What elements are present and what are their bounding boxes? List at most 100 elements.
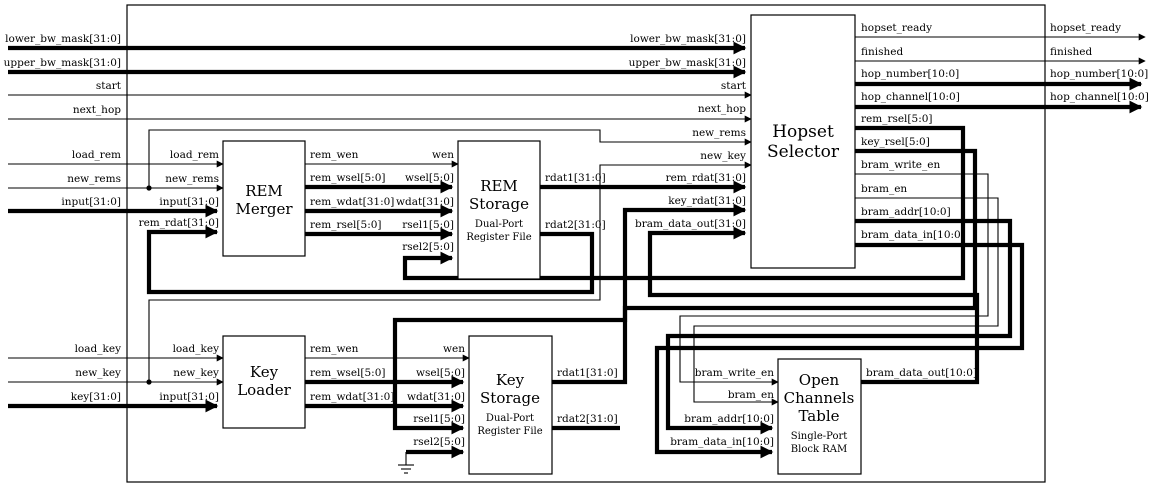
label-out-hop-channel: hop_channel[10:0]: [1050, 91, 1149, 103]
loader-output-port-labels: rem_wen rem_wsel[5:0] rem_wdat[31:0]: [310, 343, 394, 403]
external-output-labels: hopset_ready finished hop_number[10:0] h…: [1050, 22, 1149, 103]
hopset-out-finished: finished: [861, 46, 903, 58]
hopset-out-bram-addr: bram_addr[10:0]: [861, 206, 951, 218]
key-storage-in-wdat: wdat[31:0]: [407, 391, 465, 403]
key-storage-output-port-labels: rdat1[31:0] rdat2[31:0]: [557, 367, 618, 425]
label-out-finished: finished: [1050, 46, 1092, 58]
merger-output-port-labels: rem_wen rem_wsel[5:0] rem_wdat[31:0] rem…: [310, 149, 394, 231]
label-next-hop: next_hop: [73, 104, 121, 116]
junction-dots: [146, 185, 152, 385]
hopset-out-hop-number: hop_number[10:0]: [861, 68, 959, 80]
merger-out-rem-wsel: rem_wsel[5:0]: [310, 172, 385, 184]
hopset-in-key-rdat: key_rdat[31:0]: [668, 195, 746, 207]
key-loader-block: [222, 335, 306, 429]
merger-in-new-rems: new_rems: [165, 173, 219, 185]
bus-wires: [8, 41, 1143, 459]
block-titles: REM Merger REM Storage Dual-Port Registe…: [235, 122, 854, 455]
rem-storage-block: [457, 140, 541, 280]
loader-out-rem-wdat: rem_wdat[31:0]: [310, 391, 394, 403]
rem-storage-output-port-labels: rdat1[31:0] rdat2[31:0]: [545, 172, 606, 231]
rem-storage-title-2: Storage: [469, 195, 529, 213]
key-storage-out-rdat1: rdat1[31:0]: [557, 367, 618, 379]
rem-storage-sub-1: Dual-Port: [475, 219, 523, 230]
hopset-in-next-hop: next_hop: [698, 103, 746, 115]
hopset-selector-block: [750, 14, 856, 269]
key-storage-in-rsel1: rsel1[5:0]: [413, 413, 465, 425]
oct-input-port-labels: bram_write_en bram_en bram_addr[10:0] br…: [670, 367, 774, 448]
oct-title-2: Channels: [784, 389, 855, 407]
key-storage-title-2: Storage: [480, 389, 540, 407]
rem-storage-in-wen: wen: [432, 149, 454, 161]
hopset-in-bram-data-out: bram_data_out[31:0]: [635, 218, 746, 230]
key-storage-in-rsel2: rsel2[5:0]: [413, 436, 465, 448]
merger-input-port-labels: load_rem new_rems input[31:0] rem_rdat[3…: [139, 149, 219, 229]
thin-wires: [8, 33, 1146, 474]
key-storage-out-rdat2: rdat2[31:0]: [557, 413, 618, 425]
hopset-output-port-labels: hopset_ready finished hop_number[10:0] h…: [861, 22, 965, 241]
label-upper-bw-mask: upper_bw_mask[31:0]: [4, 57, 121, 69]
oct-out-bram-data-out: bram_data_out[10:0]: [866, 367, 977, 379]
hopset-in-lower-bw-mask: lower_bw_mask[31:0]: [630, 33, 746, 45]
loader-in-new-key: new_key: [173, 367, 219, 379]
rem-merger-block: [222, 140, 306, 257]
hopset-title-1: Hopset: [772, 122, 834, 142]
rem-storage-title-1: REM: [480, 177, 518, 195]
key-storage-in-wsel: wsel[5:0]: [416, 367, 465, 379]
label-out-hop-number: hop_number[10:0]: [1050, 68, 1148, 80]
hopset-out-hopset-ready: hopset_ready: [861, 22, 932, 34]
oct-in-bram-en: bram_en: [728, 389, 774, 401]
hopset-out-key-rsel: key_rsel[5:0]: [861, 136, 930, 148]
key-storage-sub-1: Dual-Port: [486, 413, 534, 424]
rem-storage-out-rdat1: rdat1[31:0]: [545, 172, 606, 184]
oct-title-1: Open: [799, 371, 840, 389]
bus-bram-addr: [665, 218, 1013, 435]
hopset-in-rem-rdat: rem_rdat[31:0]: [666, 172, 746, 184]
merger-in-load-rem: load_rem: [170, 149, 219, 161]
rem-storage-in-rsel2: rsel2[5:0]: [402, 241, 454, 253]
rem-storage-sub-2: Register File: [466, 232, 531, 243]
merger-title-2: Merger: [235, 200, 293, 218]
hopset-out-bram-data-in: bram_data_in[10:0]: [861, 229, 965, 241]
hopset-in-new-key: new_key: [700, 150, 746, 162]
label-start: start: [96, 80, 122, 92]
label-new-rems: new_rems: [67, 173, 121, 185]
hopset-title-2: Selector: [767, 142, 840, 162]
label-load-rem: load_rem: [72, 149, 121, 161]
loader-in-load-key: load_key: [173, 343, 219, 355]
oct-title-3: Table: [798, 407, 839, 425]
oct-output-port-labels: bram_data_out[10:0]: [866, 367, 977, 379]
rem-storage-in-rsel1: rsel1[5:0]: [402, 219, 454, 231]
merger-out-rem-wdat: rem_wdat[31:0]: [310, 196, 394, 208]
oct-sub-2: Block RAM: [791, 444, 847, 455]
wire-new-key-hopset: [148, 161, 752, 382]
bus-rem-rsel: [402, 125, 966, 281]
hopset-out-bram-en: bram_en: [861, 183, 907, 195]
label-out-hopset-ready: hopset_ready: [1050, 22, 1121, 34]
label-lower-bw-mask: lower_bw_mask[31:0]: [5, 33, 121, 45]
loader-title-2: Loader: [237, 381, 291, 399]
loader-in-input: input[31:0]: [159, 391, 219, 403]
key-storage-in-wen: wen: [443, 343, 465, 355]
loader-title-1: Key: [250, 363, 279, 381]
label-input: input[31:0]: [61, 196, 121, 208]
bus-key-rsel: [392, 148, 978, 435]
merger-out-rem-rsel: rem_rsel[5:0]: [310, 219, 382, 231]
bus-key-rdat1: [552, 203, 747, 385]
hopset-in-upper-bw-mask: upper_bw_mask[31:0]: [629, 57, 746, 69]
oct-sub-1: Single-Port: [791, 431, 848, 442]
key-storage-input-port-labels: wen wsel[5:0] wdat[31:0] rsel1[5:0] rsel…: [407, 343, 465, 448]
hopset-out-rem-rsel: rem_rsel[5:0]: [861, 113, 933, 125]
bus-bram-data-in: [654, 242, 1025, 459]
key-storage-sub-2: Register File: [477, 426, 542, 437]
external-input-labels: lower_bw_mask[31:0] upper_bw_mask[31:0] …: [4, 33, 122, 403]
key-storage-block: [468, 335, 553, 475]
loader-input-port-labels: load_key new_key input[31:0]: [159, 343, 219, 403]
oct-in-bram-write-en: bram_write_en: [695, 367, 774, 379]
rem-storage-in-wsel: wsel[5:0]: [405, 172, 454, 184]
hopset-in-new-rems: new_rems: [692, 127, 746, 139]
hopset-out-bram-write-en: bram_write_en: [861, 159, 940, 171]
open-channels-table-block: [777, 358, 862, 475]
blocks: [222, 14, 862, 475]
oct-in-bram-data-in: bram_data_in[10:0]: [670, 436, 774, 448]
rem-storage-in-wdat: wdat[31:0]: [396, 196, 454, 208]
